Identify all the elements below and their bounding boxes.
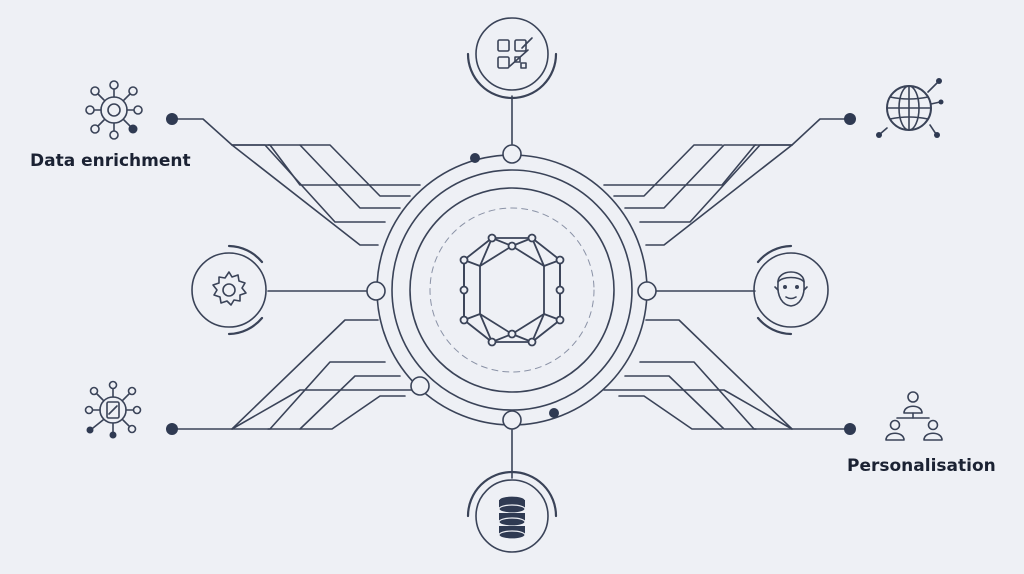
ring-junctions [366, 144, 657, 430]
traces-top-right [603, 118, 851, 246]
middle-ring [391, 169, 633, 411]
personalisation-label: Personalisation [847, 456, 996, 476]
traces-bottom-left [171, 319, 421, 430]
face-icon [753, 244, 829, 336]
network-hub-icon [85, 80, 143, 140]
junction-bottom [502, 410, 522, 430]
inner-ring [409, 187, 615, 393]
database-icon [466, 470, 558, 553]
gear-icon [191, 244, 267, 336]
people-hierarchy-icon [885, 391, 943, 441]
junction-top [502, 144, 522, 164]
traces-top-left [171, 118, 421, 246]
qr-code-icon [466, 17, 558, 100]
junction-right [637, 281, 657, 301]
filled-dots [166, 113, 856, 435]
junction-lower-left [410, 376, 430, 396]
data-enrichment-label: Data enrichment [30, 151, 191, 171]
dashed-ring [429, 207, 595, 373]
globe-network-icon [876, 78, 944, 138]
polyhedron-core-icon [459, 233, 565, 347]
traces-bottom-right [603, 319, 851, 430]
network-document-icon [84, 380, 142, 439]
junction-left [366, 281, 386, 301]
